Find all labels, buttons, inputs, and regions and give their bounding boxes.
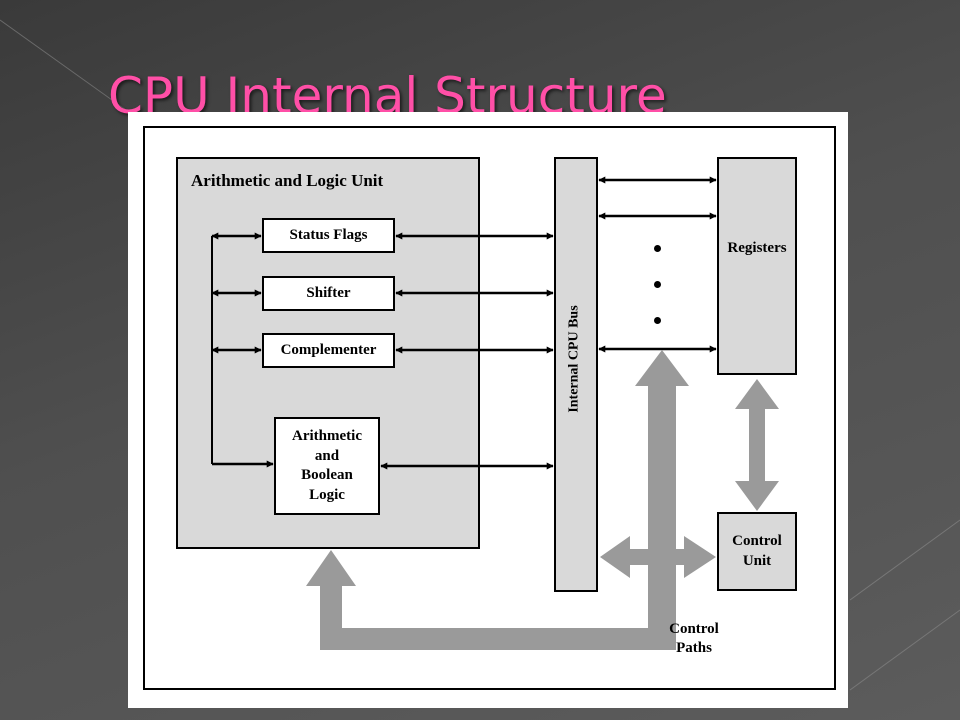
internal-bus-label-wrap: Internal CPU Bus xyxy=(555,279,595,439)
diagram-canvas xyxy=(143,126,836,690)
ellipsis-dot xyxy=(654,245,661,252)
arith-boolean-logic-box xyxy=(274,417,380,515)
control-path-vertical xyxy=(635,350,689,642)
status-flags-box xyxy=(262,218,395,253)
internal-bus-box xyxy=(554,157,598,592)
arrow-registers-control xyxy=(735,379,779,511)
ellipsis-dot xyxy=(654,317,661,324)
control-unit-box xyxy=(717,512,797,591)
internal-bus-label: Internal CPU Bus xyxy=(567,305,583,413)
control-path-to-alu xyxy=(306,550,356,650)
control-path-horizontal xyxy=(320,628,676,650)
alu-title: Arithmetic and Logic Unit xyxy=(191,171,384,190)
ellipsis-dot xyxy=(654,281,661,288)
registers-box xyxy=(717,157,797,375)
complementer-box xyxy=(262,333,395,368)
shifter-box xyxy=(262,276,395,311)
cpu-structure-diagram: Arithmetic and Logic Unit Status Flags S… xyxy=(128,112,848,708)
